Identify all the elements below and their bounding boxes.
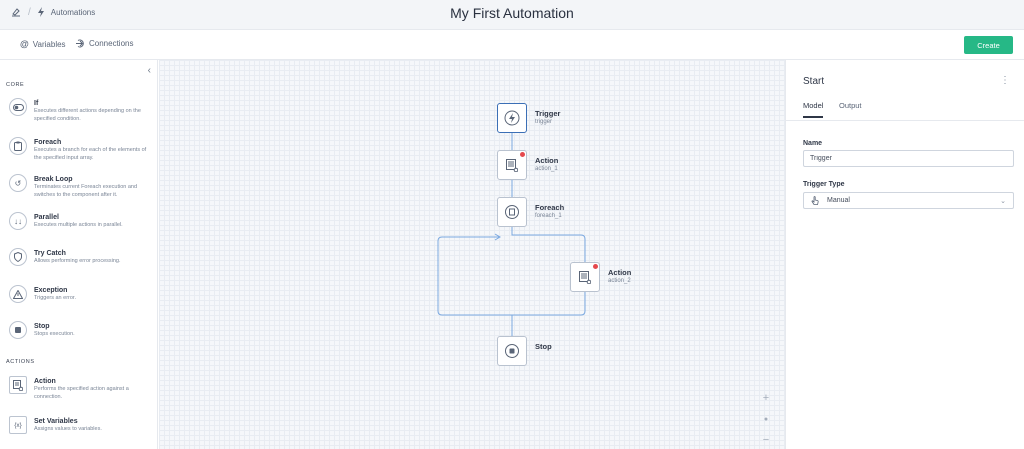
node-action-2-label: Action	[608, 268, 632, 277]
connections-icon	[76, 39, 84, 48]
component-desc: Triggers an error.	[34, 295, 76, 301]
node-foreach-sub: foreach_1	[535, 213, 562, 219]
panel-title: Start	[803, 76, 825, 87]
collapse-sidebar-icon[interactable]: ‹	[147, 65, 151, 76]
panel-tabs: Model Output	[786, 96, 1024, 121]
stop-icon	[9, 321, 27, 339]
warning-icon	[9, 285, 27, 303]
trigger-type-value: Manual	[827, 197, 850, 204]
clipboard-icon	[505, 205, 519, 219]
component-desc: Executes different actions depending on …	[34, 108, 141, 122]
trigger-type-select[interactable]: Manual ⌄	[803, 192, 1014, 209]
node-action-1-label: Action	[535, 156, 559, 165]
variables-icon: {x}	[9, 416, 27, 434]
node-trigger[interactable]	[497, 103, 527, 133]
action-icon	[9, 376, 27, 394]
trigger-icon	[504, 110, 520, 126]
clipboard-icon	[9, 137, 27, 155]
trigger-type-label: Trigger Type	[803, 181, 845, 188]
connections-link[interactable]: Connections	[75, 39, 133, 48]
component-desc: Assigns values to variables.	[34, 426, 102, 432]
breadcrumb: / Automations	[10, 6, 95, 18]
shield-icon	[9, 248, 27, 266]
more-options-icon[interactable]: ⋮	[1000, 75, 1010, 86]
component-desc: Performs the specified action against a …	[34, 386, 129, 400]
node-action-1-sub: action_1	[535, 166, 558, 172]
error-indicator	[520, 152, 525, 157]
properties-panel: Start ⋮ Model Output Name Trigger Type M…	[785, 60, 1024, 449]
breadcrumb-separator: /	[28, 6, 31, 18]
component-name: Parallel	[34, 214, 59, 221]
stop-icon	[505, 344, 519, 358]
tab-model[interactable]: Model	[803, 101, 824, 118]
component-desc: Terminates current Foreach execution and…	[34, 184, 138, 198]
node-trigger-sub: trigger	[535, 119, 553, 125]
create-button[interactable]: Create	[964, 36, 1013, 54]
component-name: Exception	[34, 287, 68, 294]
hand-pointer-icon	[811, 196, 819, 205]
node-action-1[interactable]	[497, 150, 527, 180]
component-desc: Allows performing error processing.	[34, 258, 121, 264]
node-action-2[interactable]	[570, 262, 600, 292]
lightning-icon	[37, 7, 44, 17]
error-indicator	[593, 264, 598, 269]
page-title: My First Automation	[450, 5, 574, 21]
node-action-2-sub: action_2	[608, 278, 631, 284]
name-input[interactable]	[803, 150, 1014, 167]
section-core-title: CORE	[6, 82, 25, 88]
home-logo-icon[interactable]	[10, 6, 22, 18]
component-name: Set Variables	[34, 418, 78, 425]
loop-icon: ↺	[9, 174, 27, 192]
zoom-out-icon[interactable]: −	[762, 434, 770, 446]
tab-output[interactable]: Output	[839, 101, 862, 110]
component-name: Action	[34, 378, 56, 385]
node-stop-label: Stop	[535, 342, 552, 351]
top-bar: / Automations My First Automation	[0, 0, 1024, 30]
section-actions-title: ACTIONS	[6, 359, 35, 365]
parallel-arrows-icon: ↓↓	[9, 212, 27, 230]
action-icon	[579, 270, 591, 284]
toggle-icon	[9, 98, 27, 116]
connections-label: Connections	[89, 39, 134, 48]
component-desc: Stops execution.	[34, 331, 75, 337]
component-name: Try Catch	[34, 250, 66, 257]
at-sign-icon: @	[20, 39, 29, 49]
component-name: Stop	[34, 323, 50, 330]
variables-label: Variables	[32, 39, 66, 49]
flow-canvas[interactable]: Trigger trigger Action action_1 Foreach …	[159, 60, 785, 449]
zoom-reset-icon[interactable]: ●	[763, 415, 769, 423]
node-stop[interactable]	[497, 336, 527, 366]
zoom-in-icon[interactable]: +	[762, 392, 770, 404]
variables-link[interactable]: @ Variables	[20, 39, 66, 49]
node-trigger-label: Trigger	[535, 109, 561, 118]
node-foreach-label: Foreach	[535, 203, 565, 212]
component-name: Foreach	[34, 139, 62, 146]
chevron-down-icon: ⌄	[1000, 197, 1006, 205]
component-name: If	[34, 100, 39, 107]
component-desc: Executes a branch for each of the elemen…	[34, 147, 147, 161]
breadcrumb-automations[interactable]: Automations	[50, 7, 96, 17]
component-desc: Executes multiple actions in parallel.	[34, 222, 123, 228]
action-icon	[506, 158, 518, 172]
component-name: Break Loop	[34, 176, 73, 183]
name-label: Name	[803, 140, 823, 147]
zoom-controls: + ● −	[757, 392, 775, 446]
toolbar: @ Variables Connections Create	[0, 30, 1024, 60]
node-foreach[interactable]	[497, 197, 527, 227]
flow-connectors	[437, 133, 586, 336]
